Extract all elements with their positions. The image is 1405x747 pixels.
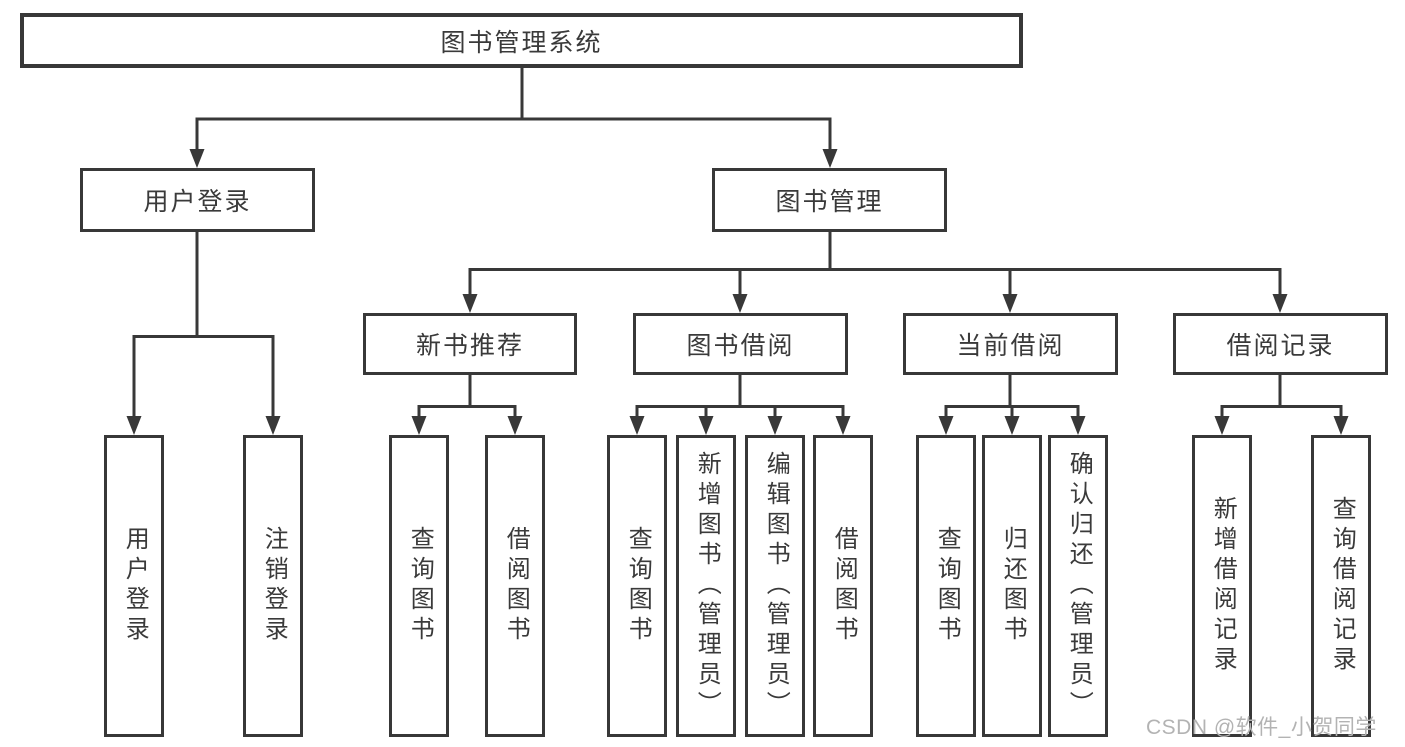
leaf-label: 确认归还（管理员）	[1065, 451, 1093, 721]
node-leaf-confirm-return-admin: 确认归还（管理员）	[1048, 435, 1108, 737]
node-borrow-records: 借阅记录	[1173, 313, 1388, 375]
connector-book-management-split	[462, 232, 1288, 313]
node-leaf-add-borrow-record: 新增借阅记录	[1192, 435, 1252, 737]
node-root: 图书管理系统	[20, 13, 1023, 68]
node-leaf-query-books-1: 查询图书	[389, 435, 449, 737]
leaf-label: 查询图书	[406, 526, 434, 646]
connector-current-borrow-split	[938, 375, 1086, 435]
watermark-text: CSDN @软件_小贺同学	[1146, 716, 1377, 739]
node-leaf-query-borrow-record: 查询借阅记录	[1311, 435, 1371, 737]
connector-borrow-records-split	[1214, 375, 1349, 435]
node-book-borrow: 图书借阅	[633, 313, 848, 375]
node-leaf-edit-books-admin: 编辑图书（管理员）	[745, 435, 805, 737]
connector-new-book-split	[411, 375, 523, 435]
node-leaf-query-books-3: 查询图书	[916, 435, 976, 737]
leaf-label: 查询借阅记录	[1328, 496, 1356, 676]
node-leaf-add-books-admin: 新增图书（管理员）	[676, 435, 736, 737]
node-book-management: 图书管理	[712, 168, 947, 232]
connector-root-split	[189, 67, 838, 168]
node-current-borrow: 当前借阅	[903, 313, 1118, 375]
connector-book-borrow-split	[629, 375, 851, 435]
node-leaf-logout: 注销登录	[243, 435, 303, 737]
node-leaf-user-login: 用户登录	[104, 435, 164, 737]
leaf-label: 查询图书	[933, 526, 961, 646]
leaf-label: 查询图书	[624, 526, 652, 646]
leaf-label: 新增图书（管理员）	[693, 451, 721, 721]
node-new-book-recommend: 新书推荐	[363, 313, 577, 375]
node-leaf-query-books-2: 查询图书	[607, 435, 667, 737]
leaf-label: 借阅图书	[830, 526, 858, 646]
node-leaf-borrow-books-1: 借阅图书	[485, 435, 545, 737]
leaf-label: 归还图书	[999, 526, 1027, 646]
leaf-label: 新增借阅记录	[1209, 496, 1237, 676]
node-user-login: 用户登录	[80, 168, 315, 232]
leaf-label: 用户登录	[121, 526, 149, 646]
leaf-label: 注销登录	[260, 526, 288, 646]
leaf-label: 编辑图书（管理员）	[762, 451, 790, 721]
leaf-label: 借阅图书	[502, 526, 530, 646]
connector-user-login-split	[126, 232, 281, 435]
node-leaf-return-books: 归还图书	[982, 435, 1042, 737]
node-leaf-borrow-books-2: 借阅图书	[813, 435, 873, 737]
